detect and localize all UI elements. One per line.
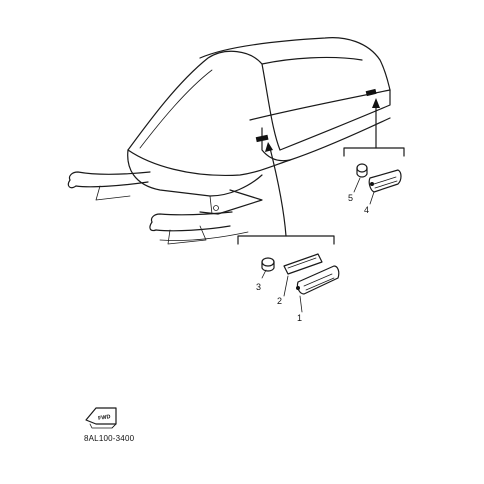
callout-labels: 1 2 3 4 5 xyxy=(256,193,369,323)
leader-arrows xyxy=(265,98,380,237)
reflector-assembly-front xyxy=(261,253,340,313)
reflector-part-1 xyxy=(296,265,340,295)
callout-5: 5 xyxy=(348,193,353,203)
reflector-assembly-rear xyxy=(353,163,402,205)
grommet-part-3 xyxy=(261,257,275,272)
callout-4: 4 xyxy=(364,205,369,215)
fwd-label: FWD xyxy=(98,414,111,422)
fwd-arrow-icon: FWD xyxy=(85,407,117,429)
part-code-label: 8AL100-3400 xyxy=(84,434,135,443)
callout-3: 3 xyxy=(256,282,261,292)
callout-1: 1 xyxy=(297,313,302,323)
detail-bracket-front xyxy=(237,235,335,245)
snowmobile-outline xyxy=(67,37,391,245)
detail-bracket-rear xyxy=(343,147,405,157)
callout-2: 2 xyxy=(277,296,282,306)
base-plate-part-2 xyxy=(283,253,323,275)
reflector-part-4 xyxy=(368,169,402,193)
grommet-part-5 xyxy=(356,163,368,178)
